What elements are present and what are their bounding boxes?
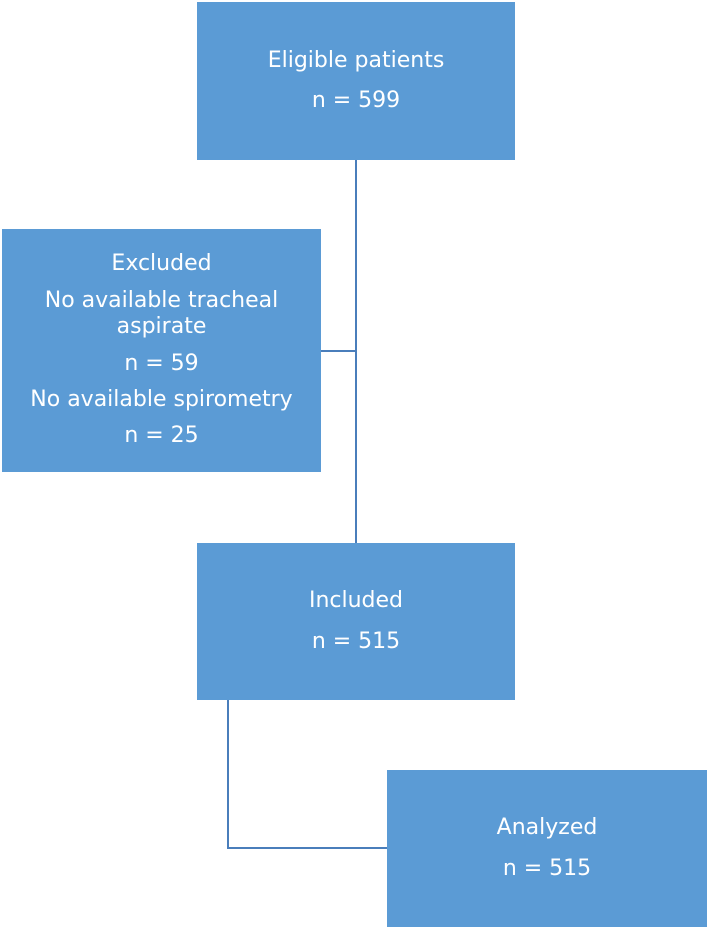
included-title: Included [308,588,404,614]
excluded-reason2: No available spirometry [30,386,293,412]
eligible-count: n = 599 [311,88,401,113]
excluded-title: Excluded [111,251,212,277]
included-box: Included n = 515 [197,543,515,700]
included-count: n = 515 [311,628,401,654]
excluded-reason1-line2: aspirate [116,314,207,340]
excluded-reason1-count: n = 59 [124,350,199,376]
eligible-patients-box: Eligible patients n = 599 [197,2,515,160]
connector-included-down [227,700,229,849]
analyzed-count: n = 515 [502,855,592,881]
connector-to-excluded [321,350,356,352]
excluded-reason2-count: n = 25 [124,423,199,449]
analyzed-box: Analyzed n = 515 [387,770,707,927]
analyzed-title: Analyzed [496,815,598,841]
eligible-title: Eligible patients [267,47,445,73]
excluded-reason1-line1: No available tracheal [44,287,279,313]
connector-to-analyzed [227,847,387,849]
excluded-box: Excluded No available tracheal aspirate … [2,229,321,472]
connector-eligible-to-included [355,160,357,543]
